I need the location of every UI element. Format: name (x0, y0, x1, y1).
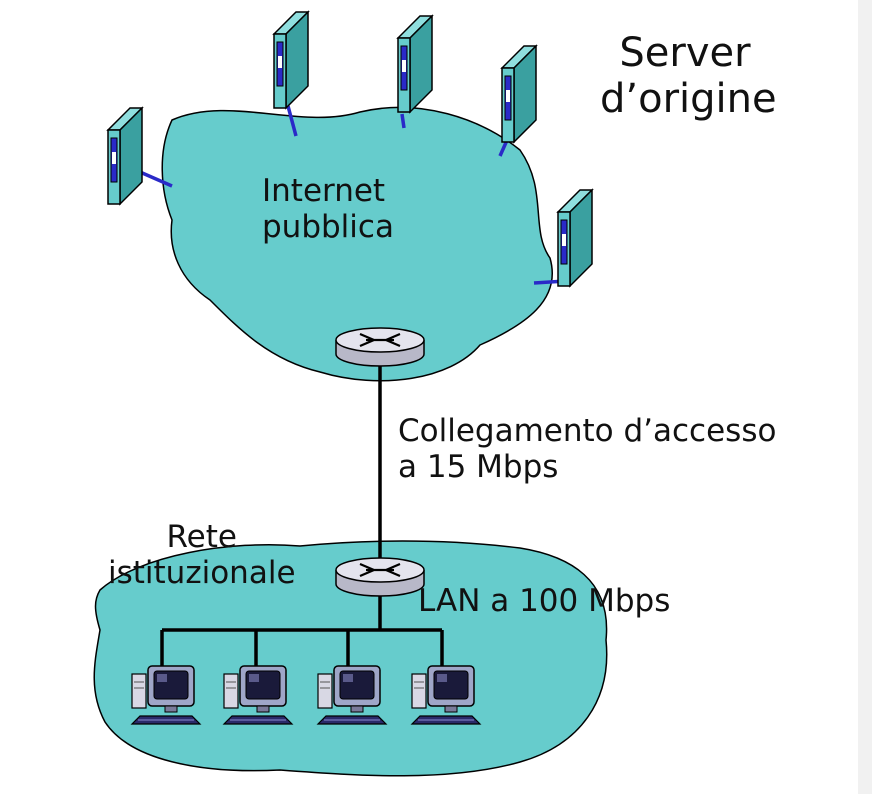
access-link-label: Collegamento d’accesso a 15 Mbps (398, 413, 777, 485)
internet-label-line1: Internet (262, 173, 386, 209)
page-edge-strip (858, 0, 872, 794)
institutional-cloud (93, 540, 608, 777)
server-tower-icon (273, 11, 309, 109)
server-tower-icon (557, 189, 593, 287)
lan-label: LAN a 100 Mbps (418, 583, 671, 619)
internet-label-line2: pubblica (262, 208, 394, 245)
server-tower-icon (397, 15, 433, 113)
origin-servers-label: Server d’origine (600, 30, 777, 122)
institution-label-line1: Rete (166, 519, 237, 555)
internet-label: Internet pubblica (262, 173, 394, 245)
server-tower-icon (501, 45, 537, 143)
origin-servers-label-line2: d’origine (600, 76, 777, 122)
institution-label-line2: istituzionale (108, 554, 296, 591)
internet-cloud (161, 106, 553, 382)
access-link-label-line2: a 15 Mbps (398, 448, 559, 485)
institution-label: Rete istituzionale (108, 519, 296, 591)
router-icon (334, 326, 426, 368)
server-tower-icon (107, 107, 143, 205)
router-icon (334, 556, 426, 598)
origin-servers-label-line1: Server (619, 30, 751, 76)
access-link-label-line1: Collegamento d’accesso (398, 413, 777, 449)
